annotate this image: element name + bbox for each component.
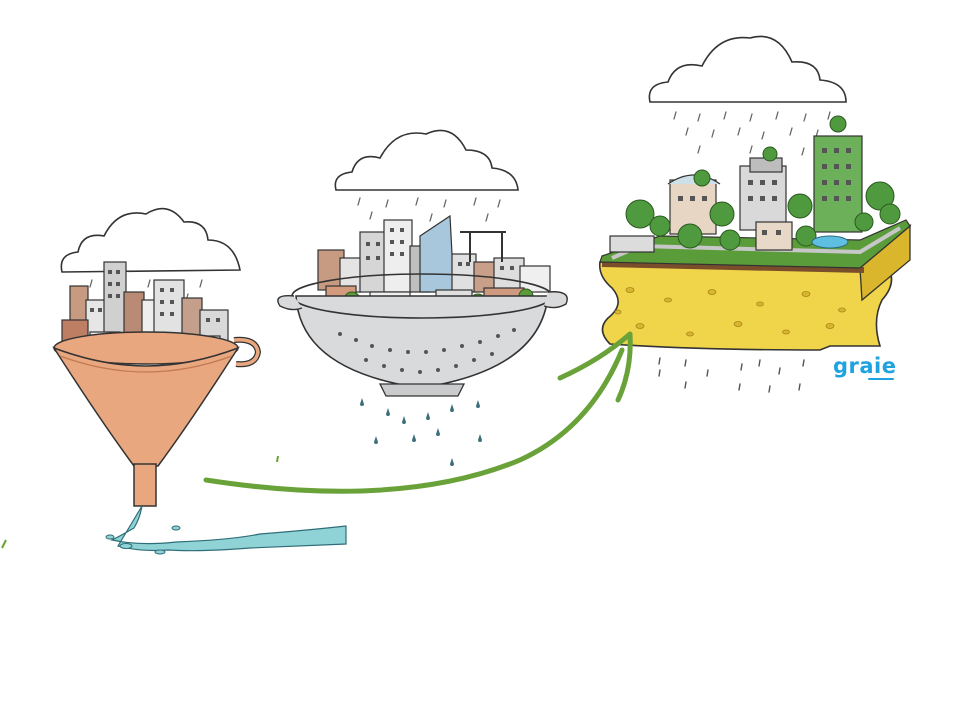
cloud-icon <box>60 207 241 273</box>
cloud-icon <box>334 129 519 191</box>
rain-drops <box>673 111 831 156</box>
rain-drops <box>357 197 501 222</box>
colander-holes <box>338 328 516 374</box>
stray-mark <box>276 455 279 463</box>
trees <box>625 115 901 251</box>
rain-drops <box>658 357 805 393</box>
funnel-city-panel <box>52 207 347 555</box>
logo-underline <box>868 378 894 380</box>
colander-icon <box>277 273 568 397</box>
colander-city-panel <box>277 129 568 466</box>
sponge-city-panel <box>598 35 912 393</box>
funnel-icon <box>52 331 262 507</box>
building-windows <box>366 228 514 270</box>
cloud-icon <box>648 35 847 103</box>
pond <box>811 235 849 249</box>
water-outflow <box>105 505 347 555</box>
transition-arrow <box>203 331 633 494</box>
graie-logo: graie <box>833 354 897 378</box>
stray-mark <box>1 539 7 549</box>
building-windows <box>678 148 851 235</box>
rain-drops <box>360 398 482 466</box>
sponge-icon <box>598 223 912 351</box>
building-windows <box>90 270 220 322</box>
sponge-pores <box>614 287 846 337</box>
